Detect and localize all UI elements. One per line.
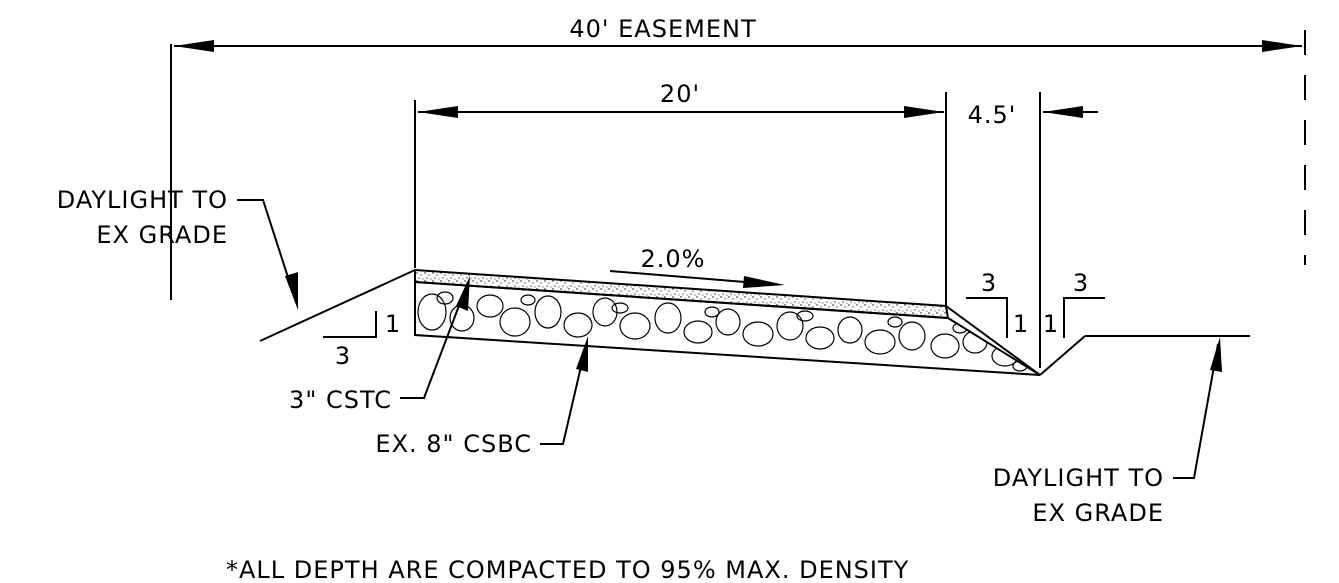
- left-ratio-symbol: [323, 311, 377, 338]
- csbc-arrow: [576, 336, 588, 372]
- slope-label: 2.0%: [641, 245, 706, 273]
- ditch-foreslope-top: [945, 305, 1041, 376]
- left-ratio-run: 3: [335, 342, 351, 370]
- easement-dimension: 40' EASEMENT: [170, 15, 1306, 300]
- daylight-left-line2: EX GRADE: [96, 221, 228, 249]
- road-arrow-right: [904, 106, 944, 118]
- daylight-left-arrow: [285, 272, 298, 310]
- road-width-label: 20': [660, 80, 700, 108]
- road-arrow-left: [418, 106, 458, 118]
- csbc-label: EX. 8" CSBC: [375, 430, 532, 458]
- daylight-right-leader: [1173, 343, 1219, 479]
- daylight-left-line1: DAYLIGHT TO: [57, 186, 228, 214]
- ditch-left-ratio-run: 3: [981, 269, 997, 297]
- easement-arrow-left: [174, 40, 214, 52]
- ditch-right-ratio-rise: 1: [1043, 310, 1059, 338]
- cstc-top-course: [414, 268, 950, 320]
- ditch-width-label: 4.5': [968, 101, 1017, 129]
- left-ratio-rise: 1: [385, 310, 401, 338]
- csbc-callout: EX. 8" CSBC: [375, 336, 588, 458]
- road-width-dimension: 20': [414, 80, 947, 306]
- daylight-right-line1: DAYLIGHT TO: [993, 464, 1164, 492]
- ditch-left-ratio-rise: 1: [1013, 310, 1029, 338]
- daylight-right-line2: EX GRADE: [1032, 499, 1164, 527]
- ditch-left-slope-ratio: 3 1: [966, 269, 1029, 338]
- left-fill-slope-line: [259, 269, 416, 342]
- ditch-backslope-line: [1039, 335, 1086, 376]
- easement-label: 40' EASEMENT: [569, 15, 756, 43]
- ditch-arrow: [1043, 106, 1083, 118]
- ditch-right-slope-ratio: 1 3: [1043, 269, 1105, 338]
- slope-arrow-head: [743, 276, 785, 288]
- cstc-label: 3" CSTC: [289, 386, 392, 414]
- daylight-left-callout: DAYLIGHT TO EX GRADE: [57, 186, 298, 310]
- ditch-right-ratio-run: 3: [1073, 269, 1089, 297]
- easement-arrow-right: [1262, 40, 1302, 52]
- left-slope-ratio: 3 1: [323, 310, 401, 370]
- ditch-right-ratio-symbol: [1063, 297, 1105, 338]
- daylight-left-leader: [237, 199, 297, 303]
- cstc-arrow: [456, 276, 470, 311]
- ditch-left-ratio-symbol: [966, 297, 1008, 338]
- compaction-note: *ALL DEPTH ARE COMPACTED TO 95% MAX. DEN…: [226, 556, 909, 583]
- daylight-right-arrow: [1210, 337, 1222, 372]
- ditch-width-dimension: 4.5': [968, 92, 1098, 368]
- cross-slope-indicator: 2.0%: [609, 245, 785, 288]
- slope-arrow-line: [609, 270, 746, 283]
- daylight-right-callout: DAYLIGHT TO EX GRADE: [993, 337, 1222, 527]
- cstc-leader: [400, 281, 469, 399]
- csbc-leader: [540, 344, 587, 445]
- cstc-callout: 3" CSTC: [289, 276, 470, 414]
